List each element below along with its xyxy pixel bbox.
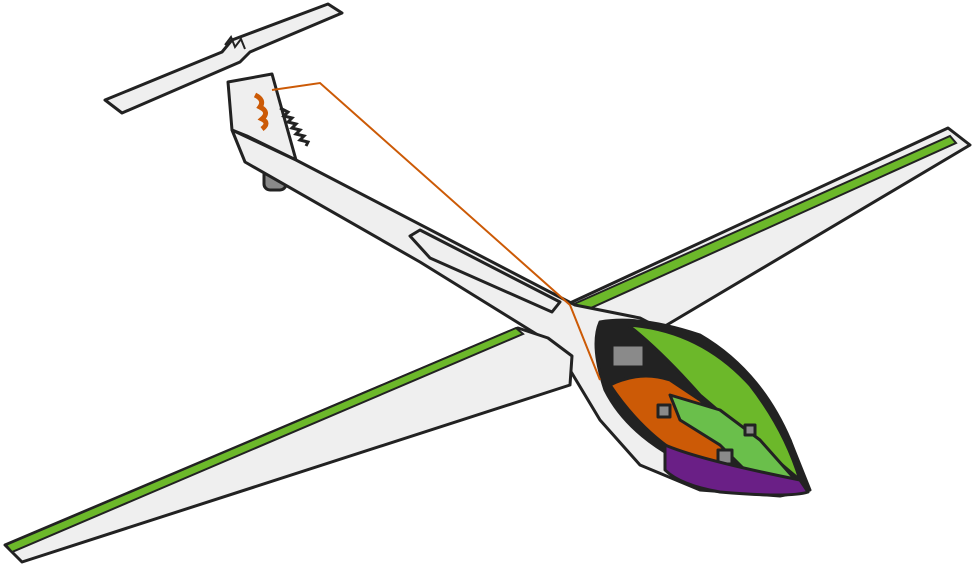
control-cable <box>271 81 601 381</box>
rudder-linkage-icon <box>253 92 269 131</box>
canopy <box>594 318 810 497</box>
right-wing <box>568 126 972 334</box>
left-wing <box>3 326 574 564</box>
horizontal-stabilizer <box>103 2 344 115</box>
vertical-fin <box>226 72 311 162</box>
